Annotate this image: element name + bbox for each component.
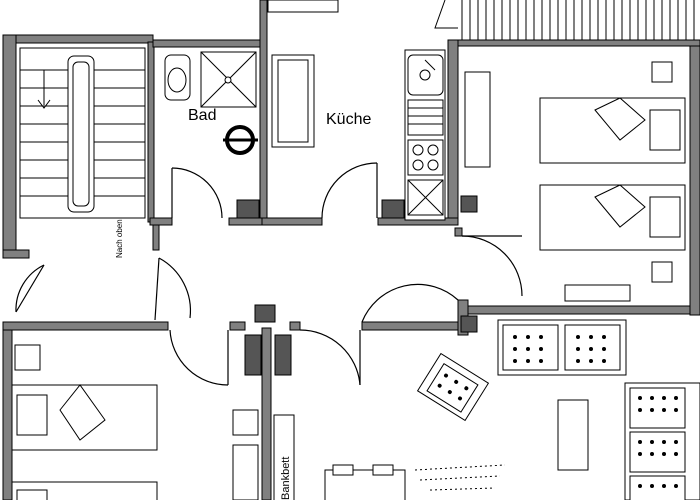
bath-label: Bad	[188, 107, 216, 124]
rug-pattern	[414, 464, 506, 491]
bedroom-1-furniture	[464, 61, 686, 302]
sofa-bed-label: Bankbett	[280, 457, 292, 500]
armchair-dots	[437, 373, 469, 401]
sofa-cushion-dots	[513, 335, 678, 488]
door-swings	[15, 162, 523, 386]
bathroom-fixtures	[164, 51, 257, 108]
stairs-note-label: Nach oben	[115, 219, 124, 258]
pillars	[236, 195, 478, 376]
balcony	[267, 0, 695, 40]
kitchen-fixtures	[271, 49, 446, 221]
living-room-furniture	[324, 319, 700, 500]
kitchen-label: Küche	[326, 111, 371, 128]
bath-boiler-icon	[223, 125, 258, 155]
staircase	[19, 47, 146, 219]
bedroom-2-furniture	[11, 344, 295, 500]
